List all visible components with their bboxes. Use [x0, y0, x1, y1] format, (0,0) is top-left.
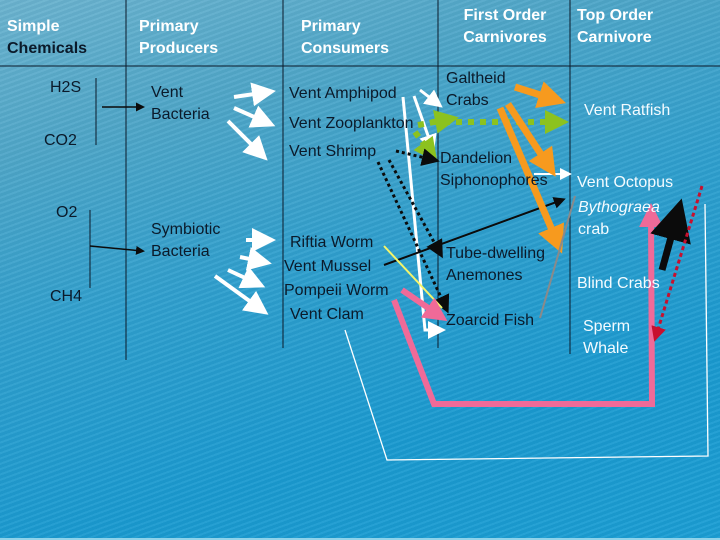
header-line: Carnivores	[463, 29, 547, 46]
o2-ch4-arrow	[89, 245, 145, 255]
label-line: Bythograea	[578, 199, 660, 216]
first-galtheid-crabs: Galtheid Crabs	[446, 68, 506, 112]
top-vent-ratfish: Vent Ratfish	[584, 102, 671, 119]
label-line: Sperm	[583, 318, 631, 335]
consumer-pompeii: Pompeii Worm	[284, 282, 389, 299]
label-line: Bacteria	[151, 106, 210, 123]
label-line: Tube-dwelling	[446, 245, 546, 262]
consumer-shrimp: Vent Shrimp	[289, 143, 377, 160]
header-line: Producers	[139, 40, 219, 57]
producer-vent-bacteria: Vent Bacteria	[151, 82, 210, 126]
galtheid-arrows	[496, 81, 567, 254]
bottom-edge	[0, 538, 720, 540]
top-sperm-whale: Sperm Whale	[583, 316, 630, 360]
first-dandelion-siphonophores: Dandelion Siphonophores	[440, 148, 548, 192]
top-blind-crabs: Blind Crabs	[577, 275, 660, 292]
chemical-h2s: H2S	[50, 79, 82, 96]
sperm-whale-arrow	[651, 185, 704, 342]
header-line: Primary	[139, 18, 199, 35]
header-primary-producers: Primary Producers	[139, 16, 218, 60]
chemical-o2: O2	[56, 204, 78, 221]
header-top-order: Top Order Carnivore	[577, 5, 653, 49]
chemical-ch4: CH4	[50, 288, 83, 305]
consumer-mussel: Vent Mussel	[284, 258, 372, 275]
top-bythograea-crab: Bythograea crab	[578, 197, 660, 241]
header-line: Simple	[7, 18, 60, 35]
consumer-riftia: Riftia Worm	[290, 234, 374, 251]
label-line: Dandelion	[440, 150, 513, 167]
label-line: crab	[578, 221, 610, 238]
label-line: Anemones	[446, 267, 523, 284]
zoarcid-gray-line	[539, 195, 576, 319]
first-zoarcid-fish: Zoarcid Fish	[446, 312, 535, 329]
consumer-amphipod: Vent Amphipod	[289, 85, 397, 102]
zooplankton-arrows	[412, 109, 569, 163]
header-line: First Order	[463, 7, 547, 24]
symbiotic-bacteria-arrows	[213, 228, 276, 315]
header-line: Consumers	[301, 40, 390, 57]
header-first-order: First Order Carnivores	[450, 5, 560, 49]
label-line: Bacteria	[151, 243, 210, 260]
grid-lines	[0, 0, 720, 360]
top-vent-octopus: Vent Octopus	[577, 174, 674, 191]
blind-crabs-arrow	[650, 198, 691, 271]
pompeii-arrows	[391, 203, 664, 407]
consumer-clam: Vent Clam	[290, 306, 364, 323]
chemical-co2: CO2	[44, 132, 77, 149]
shrimp-arrows	[376, 148, 450, 314]
producer-symbiotic-bacteria: Symbiotic Bacteria	[151, 219, 220, 263]
header-line: Primary	[301, 18, 361, 35]
label-line: Crabs	[446, 92, 489, 109]
consumer-zooplankton: Vent Zooplankton	[289, 115, 414, 132]
header-line: Chemicals	[7, 40, 88, 57]
label-line: Galtheid	[446, 70, 506, 87]
header-line: Top Order	[577, 7, 654, 24]
header-line: Carnivore	[577, 29, 652, 46]
header-simple-chemicals: Simple Chemicals	[7, 16, 87, 60]
label-line: Whale	[583, 340, 629, 357]
mussel-octopus-arrow	[383, 197, 566, 266]
first-tube-anemones: Tube-dwelling Anemones	[446, 243, 545, 287]
header-primary-consumers: Primary Consumers	[301, 16, 389, 60]
label-line: Vent	[151, 84, 184, 101]
label-line: Siphonophores	[440, 172, 548, 189]
clam-octopus-line	[344, 203, 709, 461]
vent-bacteria-arrows	[226, 82, 276, 161]
label-line: Symbiotic	[151, 221, 221, 238]
